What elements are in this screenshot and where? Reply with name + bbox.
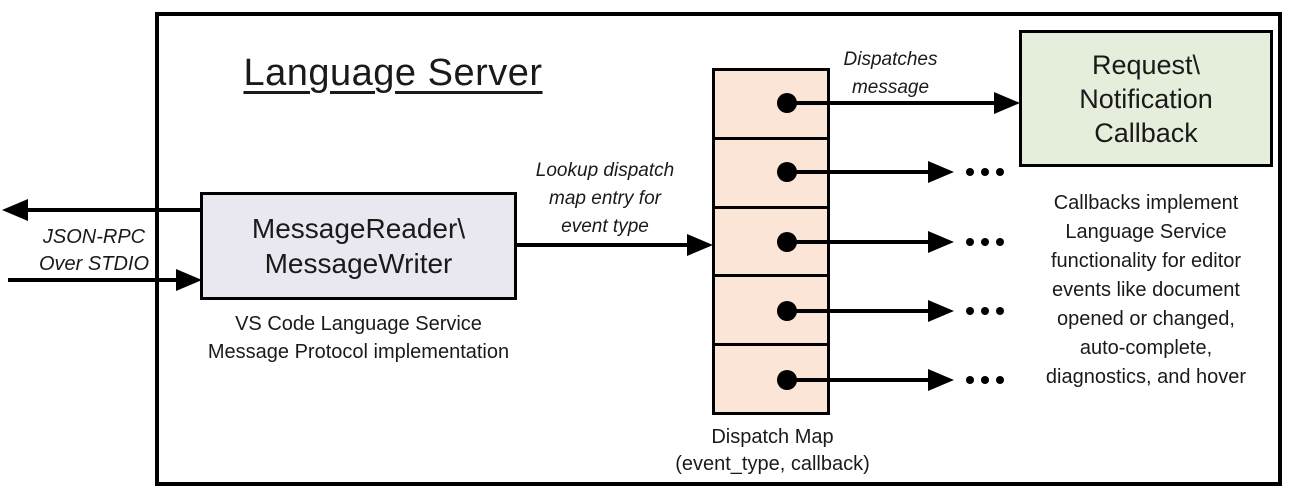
callback-arrowhead-icon xyxy=(928,161,954,183)
callbacks-note: Callbacks implement Language Service fun… xyxy=(1004,189,1288,392)
diagram-title: Language Server xyxy=(243,52,543,94)
dispatches-label-line1: Dispatches xyxy=(843,49,938,70)
stdio-in-arrow-line xyxy=(8,278,178,282)
lookup-label-line1: Lookup dispatch xyxy=(535,160,675,181)
callbacks-note-line: functionality for editor xyxy=(1050,250,1242,272)
ellipsis-dot xyxy=(966,307,974,315)
dispatch-map-cell xyxy=(715,274,827,343)
lookup-label-line3: event type xyxy=(561,216,649,237)
callback-arrow-line xyxy=(787,240,929,244)
ellipsis-dot xyxy=(981,238,989,246)
dispatch-map-caption: Dispatch Map (event_type, callback) xyxy=(640,424,905,478)
message-box-caption: VS Code Language Service Message Protoco… xyxy=(188,310,529,366)
ellipsis-dot xyxy=(996,307,1004,315)
ellipsis-dot xyxy=(981,376,989,384)
message-reader-writer-box: MessageReader\ MessageWriter xyxy=(200,192,517,300)
callback-box-line1: Request\ xyxy=(1091,49,1201,80)
dispatch-map-cell xyxy=(715,343,827,412)
jsonrpc-stdio-label: JSON-RPC Over STDIO xyxy=(18,224,170,278)
lookup-arrow-line xyxy=(517,243,689,247)
lookup-label-line2: map entry for xyxy=(549,188,661,209)
stdio-in-arrowhead-icon xyxy=(176,269,202,291)
ellipsis-dot xyxy=(996,376,1004,384)
callback-arrowhead-icon xyxy=(994,92,1020,114)
dispatch-map-caption-line2: (event_type, callback) xyxy=(675,453,870,475)
jsonrpc-label-line2: Over STDIO xyxy=(38,253,149,275)
callback-arrowhead-icon xyxy=(928,231,954,253)
stdio-out-arrowhead-icon xyxy=(2,199,28,221)
ellipsis-dot xyxy=(996,238,1004,246)
callback-arrowhead-icon xyxy=(928,300,954,322)
callbacks-note-line: Language Service xyxy=(1065,221,1227,243)
callback-arrow-line xyxy=(787,170,929,174)
callback-arrow-line xyxy=(787,309,929,313)
ellipsis-dot xyxy=(996,168,1004,176)
ellipsis-dot xyxy=(966,168,974,176)
callbacks-note-line: opened or changed, xyxy=(1057,308,1235,330)
message-box-line1: MessageReader\ xyxy=(251,213,466,244)
ellipsis-dot xyxy=(981,307,989,315)
message-box-caption-line1: VS Code Language Service xyxy=(235,313,482,335)
dispatches-message-label: Dispatches message xyxy=(798,46,983,102)
ellipsis-dot xyxy=(966,238,974,246)
dispatch-map-cell xyxy=(715,136,827,206)
dispatch-map-caption-line1: Dispatch Map xyxy=(711,426,834,448)
dispatch-map-cell xyxy=(715,205,827,275)
ellipsis-dot xyxy=(981,168,989,176)
callback-arrowhead-icon xyxy=(928,369,954,391)
lookup-label: Lookup dispatch map entry for event type xyxy=(505,157,705,241)
dispatches-label-line2: message xyxy=(851,77,930,98)
callback-arrow-line xyxy=(787,378,929,382)
stdio-out-arrow-line xyxy=(25,208,202,212)
callback-arrow-line xyxy=(787,101,996,105)
message-box-line2: MessageWriter xyxy=(264,248,453,279)
callback-box-line3: Callback xyxy=(1094,117,1198,148)
message-box-caption-line2: Message Protocol implementation xyxy=(207,341,510,363)
request-notification-callback-box: Request\ Notification Callback xyxy=(1019,30,1273,167)
jsonrpc-label-line1: JSON-RPC xyxy=(42,226,146,248)
ellipsis-dot xyxy=(966,376,974,384)
callbacks-note-line: auto-complete, xyxy=(1079,337,1213,359)
callbacks-note-line: Callbacks implement xyxy=(1053,192,1239,214)
callbacks-note-line: events like document xyxy=(1052,279,1240,301)
lookup-arrowhead-icon xyxy=(687,234,713,256)
callback-box-line2: Notification xyxy=(1079,83,1213,114)
callbacks-note-line: diagnostics, and hover xyxy=(1045,366,1247,388)
